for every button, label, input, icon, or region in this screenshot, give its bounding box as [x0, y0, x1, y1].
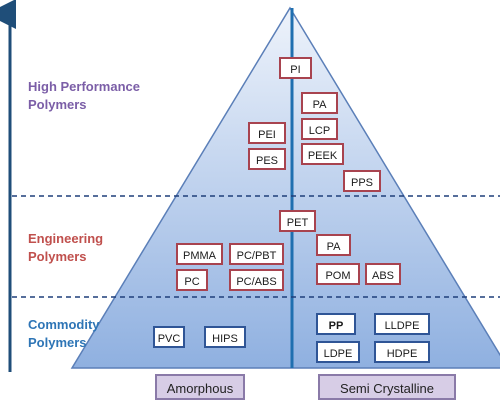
- polymer-box-pa-eng: PA: [316, 234, 351, 256]
- polymer-box-pc: PC: [176, 269, 208, 291]
- polymer-box-pom: POM: [316, 263, 360, 285]
- polymer-box-pi: PI: [279, 57, 312, 79]
- polymer-box-lcp: LCP: [301, 118, 338, 140]
- polymer-box-pc-pbt: PC/PBT: [229, 243, 284, 265]
- polymer-box-pei: PEI: [248, 122, 286, 144]
- polymer-box-pa-high: PA: [301, 92, 338, 114]
- polymer-box-pmma: PMMA: [176, 243, 223, 265]
- polymer-box-pps: PPS: [343, 170, 381, 192]
- polymer-box-hdpe: HDPE: [374, 341, 430, 363]
- polymer-box-pp: PP: [316, 313, 356, 335]
- polymer-box-peek: PEEK: [301, 143, 344, 165]
- polymer-box-hips: HIPS: [204, 326, 246, 348]
- base-label-amorphous: Amorphous: [155, 374, 245, 400]
- polymer-box-pc-abs: PC/ABS: [229, 269, 284, 291]
- tier-label-engineering: Engineering Polymers: [28, 231, 104, 264]
- polymer-box-ldpe: LDPE: [316, 341, 360, 363]
- tier-label-commodity: Commodity Polymers: [28, 317, 100, 350]
- polymer-box-lldpe: LLDPE: [374, 313, 430, 335]
- polymer-box-pes: PES: [248, 148, 286, 170]
- polymer-box-pvc: PVC: [153, 326, 185, 348]
- polymer-box-pet: PET: [279, 210, 316, 232]
- base-label-semi-crystalline: Semi Crystalline: [318, 374, 456, 400]
- tier-label-high-performance: High Performance Polymers: [28, 79, 140, 112]
- polymer-box-abs: ABS: [365, 263, 401, 285]
